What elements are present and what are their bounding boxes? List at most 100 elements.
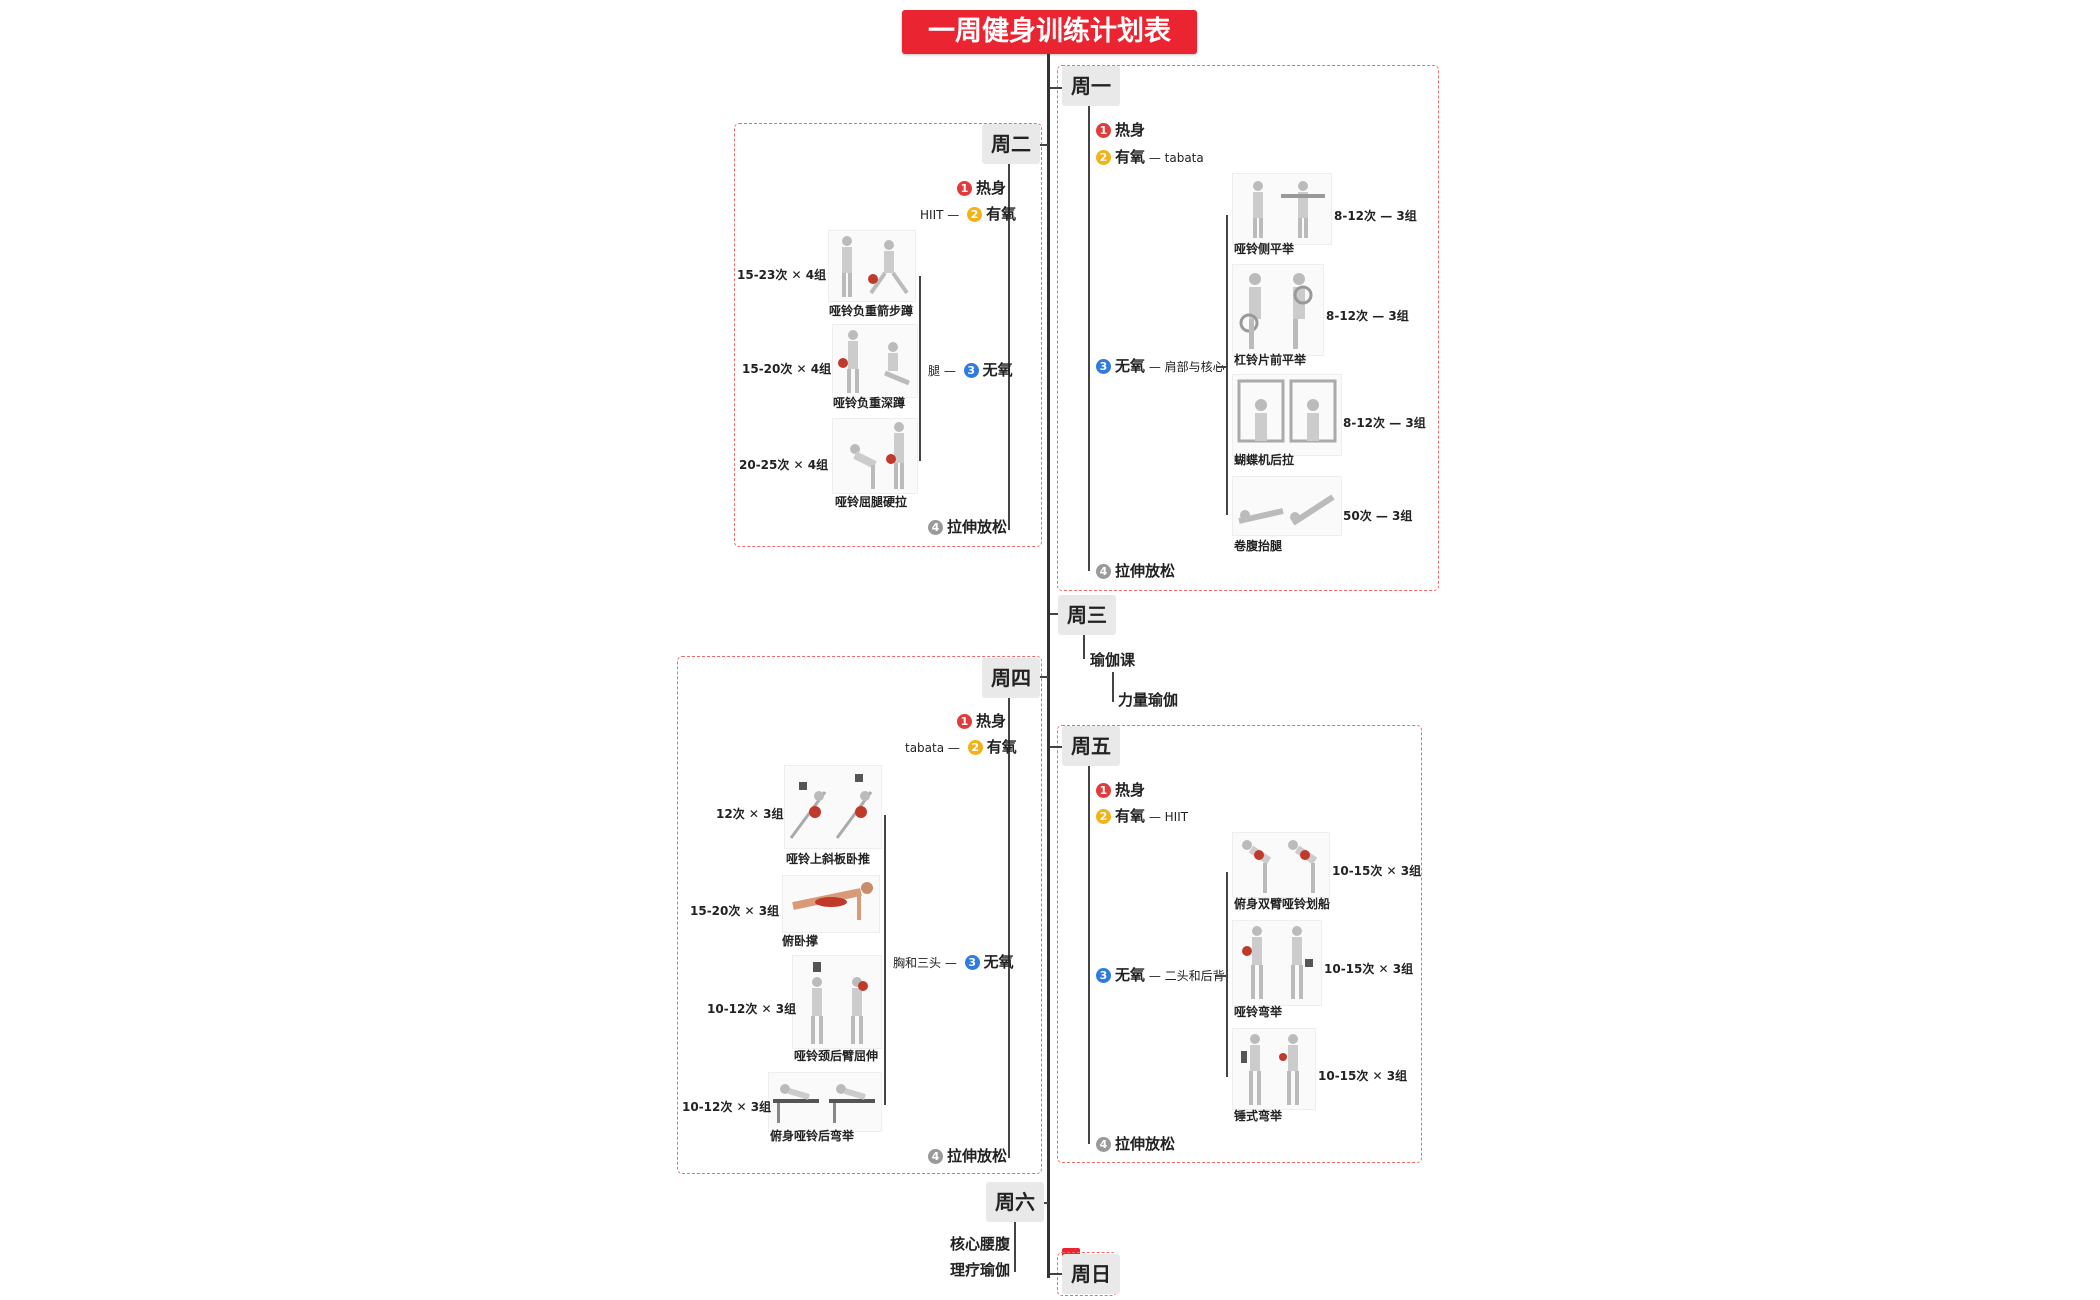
trunk-line: [1047, 54, 1050, 1278]
exercise-name: 蝴蝶机后拉: [1234, 453, 1295, 467]
connector: [1014, 1222, 1016, 1272]
day-sunday[interactable]: 周日: [1062, 1254, 1120, 1294]
exercise-name: 俯卧撑: [782, 934, 819, 948]
saturday-yoga[interactable]: 理疗瑜伽: [950, 1261, 1011, 1279]
exercise-image-bent-over-row: [1232, 832, 1330, 898]
number-2-icon: 2: [967, 207, 983, 222]
number-4-icon: 4: [1096, 564, 1111, 579]
exercise-name: 哑铃弯举: [1234, 1005, 1283, 1019]
number-3-icon: 3: [1096, 968, 1111, 983]
exercise-image-squat: [832, 324, 918, 398]
exercise-image-lateral-raise: [1232, 173, 1332, 245]
day-wednesday[interactable]: 周三: [1058, 595, 1116, 635]
exercise-reps: 10-15次 ✕ 3组: [1318, 1069, 1408, 1083]
exercise-name: 俯身双臂哑铃划船: [1234, 897, 1331, 911]
exercise-image-overhead-extension: [792, 955, 882, 1049]
exercise-reps: 50次 — 3组: [1343, 509, 1413, 523]
number-2-icon: 2: [967, 740, 983, 755]
saturday-core[interactable]: 核心腰腹: [950, 1235, 1011, 1253]
sunday-badge: [1062, 1248, 1080, 1258]
exercise-name: 哑铃负重深蹲: [833, 396, 906, 410]
exercise-name: 哑铃上斜板卧推: [786, 852, 871, 866]
connector: [1226, 872, 1228, 1077]
exercise-reps: 15-20次 ✕ 4组: [742, 362, 832, 376]
connector: [884, 815, 886, 1105]
exercise-reps: 10-12次 ✕ 3组: [707, 1002, 797, 1016]
number-2-icon: 2: [1096, 150, 1111, 165]
exercise-name: 哑铃负重箭步蹲: [829, 304, 914, 318]
connector: [919, 276, 921, 461]
number-4-icon: 4: [1096, 1137, 1111, 1152]
exercise-reps: 15-20次 ✕ 3组: [690, 904, 780, 918]
number-4-icon: 4: [928, 520, 943, 535]
wednesday-yoga-class[interactable]: 瑜伽课: [1090, 651, 1136, 669]
connector: [1216, 975, 1226, 977]
exercise-image-pec-deck: [1232, 374, 1342, 456]
number-2-icon: 2: [1096, 809, 1111, 824]
connector: [1088, 106, 1090, 571]
connector: [1008, 698, 1010, 1158]
connector: [1112, 672, 1114, 702]
exercise-image-bent-over-kickback: [768, 1072, 882, 1132]
day-friday[interactable]: 周五: [1062, 726, 1120, 766]
exercise-reps: 10-12次 ✕ 3组: [682, 1100, 772, 1114]
exercise-reps: 10-15次 ✕ 3组: [1324, 962, 1414, 976]
exercise-name: 卷腹抬腿: [1234, 539, 1283, 553]
exercise-name: 锤式弯举: [1234, 1109, 1283, 1123]
exercise-reps: 10-15次 ✕ 3组: [1332, 864, 1422, 878]
exercise-name: 哑铃侧平举: [1234, 242, 1295, 256]
exercise-reps: 8-12次 — 3组: [1334, 209, 1417, 223]
monday-group: [1057, 65, 1439, 591]
number-3-icon: 3: [964, 955, 980, 970]
exercise-reps: 8-12次 — 3组: [1343, 416, 1426, 430]
exercise-reps: 15-23次 ✕ 4组: [737, 268, 827, 282]
day-tuesday[interactable]: 周二: [982, 124, 1040, 164]
exercise-image-lunge: [828, 230, 916, 302]
exercise-name: 哑铃颈后臂屈伸: [794, 1049, 879, 1063]
tuesday-group: [734, 123, 1042, 547]
page-title: 一周健身训练计划表: [902, 10, 1197, 54]
exercise-image-push-up: [782, 875, 880, 933]
wednesday-power-yoga[interactable]: 力量瑜伽: [1118, 691, 1179, 709]
number-1-icon: 1: [957, 714, 972, 729]
connector: [1050, 746, 1062, 748]
connector: [1050, 1273, 1062, 1275]
exercise-image-crunch-leg-raise: [1232, 476, 1342, 536]
thursday-group: [677, 656, 1042, 1174]
connector: [1226, 215, 1228, 515]
day-saturday[interactable]: 周六: [986, 1182, 1044, 1222]
connector: [1216, 366, 1226, 368]
exercise-reps: 12次 ✕ 3组: [716, 807, 784, 821]
exercise-reps: 20-25次 ✕ 4组: [739, 458, 829, 472]
day-thursday[interactable]: 周四: [982, 658, 1040, 698]
connector: [1088, 766, 1090, 1144]
connector: [1050, 613, 1060, 615]
number-1-icon: 1: [1096, 123, 1111, 138]
day-monday[interactable]: 周一: [1062, 66, 1120, 106]
number-1-icon: 1: [1096, 783, 1111, 798]
number-3-icon: 3: [963, 363, 979, 378]
number-4-icon: 4: [928, 1149, 943, 1164]
exercise-image-dumbbell-curl: [1232, 920, 1322, 1006]
friday-group: [1057, 725, 1422, 1163]
connector: [1050, 87, 1062, 89]
exercise-reps: 8-12次 — 3组: [1326, 309, 1409, 323]
connector: [1008, 164, 1010, 530]
exercise-name: 俯身哑铃后弯举: [770, 1129, 855, 1143]
